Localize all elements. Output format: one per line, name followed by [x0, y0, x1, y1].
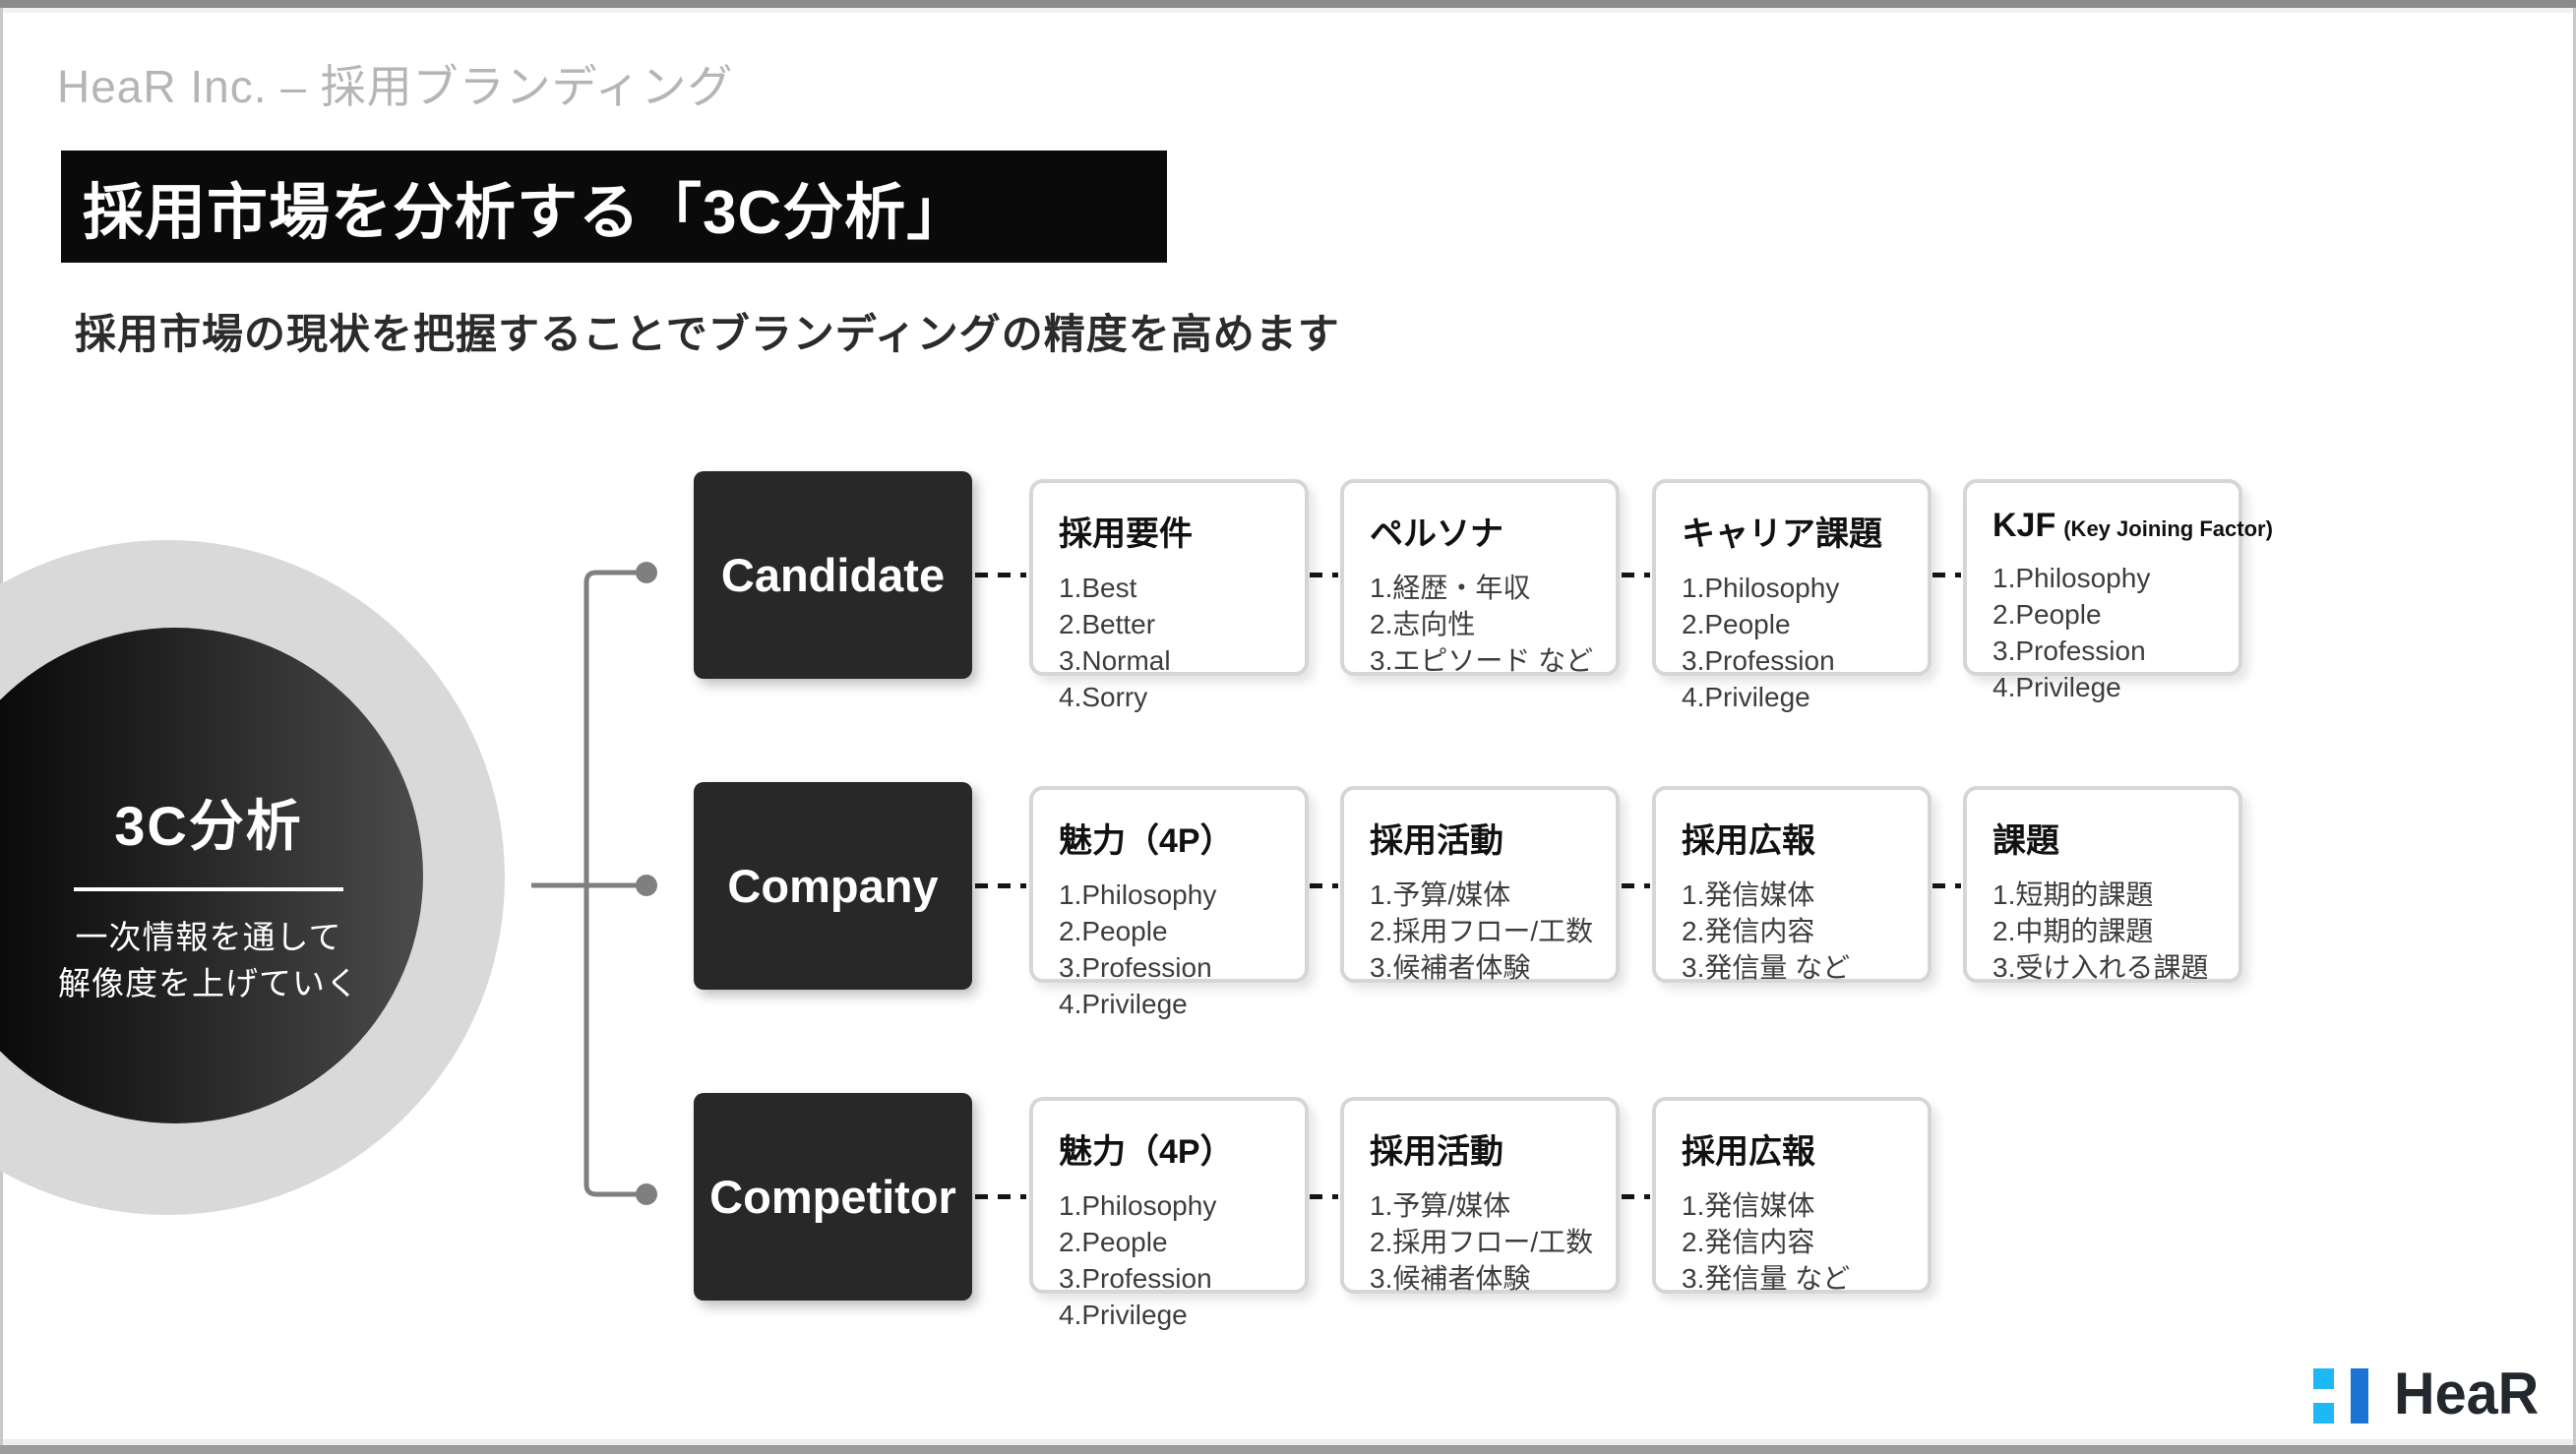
- card-item: 4.Privilege: [1682, 681, 1810, 712]
- card-title: 採用要件: [1059, 515, 1193, 553]
- card-item: 2.Better: [1059, 608, 1156, 639]
- page-title: 採用市場を分析する「3C分析」: [61, 151, 1167, 263]
- card-item: 2.People: [1993, 598, 2102, 630]
- card-item: 2.採用フロー/工数: [1370, 1226, 1594, 1257]
- card-item: 1.Philosophy: [1682, 573, 1840, 603]
- card-item: 1.発信媒体: [1682, 1190, 1815, 1221]
- circle-caption-line2: 解像度を上げていく: [58, 964, 359, 1001]
- connector-dot-company: [636, 875, 657, 896]
- logo-mark-square-bottom: [2313, 1403, 2334, 1424]
- card-item: 3.候補者体験: [1370, 951, 1531, 983]
- dashed-connector: [975, 573, 1026, 577]
- dashed-connector: [1310, 883, 1338, 888]
- card-item: 2.採用フロー/工数: [1370, 915, 1594, 946]
- circle-caption-line1: 一次情報を通して: [75, 919, 342, 955]
- card-item: 2.志向性: [1370, 608, 1476, 639]
- card-item: 3.発信量 など: [1682, 1262, 1851, 1294]
- card-miryoku-4p-competitor: 魅力（4P） 1.Philosophy 2.People 3.Professio…: [1029, 1097, 1309, 1330]
- card-item: 3.Profession: [1993, 635, 2146, 666]
- dashed-connector: [975, 883, 1026, 888]
- card-item: 3.受け入れる課題: [1993, 951, 2209, 983]
- card-item: 3.Profession: [1059, 951, 1212, 983]
- dashed-connector: [1932, 573, 1961, 577]
- card-item: 1.予算/媒体: [1370, 879, 1511, 910]
- dashed-connector: [1310, 1194, 1338, 1199]
- card-title: 魅力（4P）: [1059, 1133, 1234, 1171]
- card-item: 2.発信内容: [1682, 1226, 1815, 1257]
- card-item: 3.Profession: [1682, 644, 1835, 676]
- card-career-kadai: キャリア課題 1.Philosophy 2.People 3.Professio…: [1652, 479, 1932, 712]
- card-title: 採用活動: [1370, 1133, 1503, 1171]
- company-header: HeaR Inc. – 採用ブランディング: [57, 61, 734, 112]
- card-title: KJF (Key Joining Factor): [1993, 507, 2273, 545]
- dashed-connector: [1932, 883, 1961, 888]
- card-item: 1.Best: [1059, 573, 1137, 603]
- card-kadai: 課題 1.短期的課題 2.中期的課題 3.受け入れる課題: [1963, 786, 2242, 983]
- card-item: 1.Philosophy: [1993, 563, 2151, 593]
- slide-border-bottom-inner: [0, 1439, 2576, 1445]
- logo-mark-bar: [2351, 1368, 2368, 1424]
- card-saiyo-koho-company: 採用広報 1.発信媒体 2.発信内容 3.発信量 など: [1652, 786, 1932, 983]
- dashed-connector: [975, 1194, 1026, 1199]
- slide-border-right: [2573, 8, 2576, 1445]
- card-item: 1.経歴・年収: [1370, 573, 1531, 603]
- card-title: 課題: [1993, 822, 2059, 860]
- slide-border-top: [0, 0, 2576, 8]
- card-kjf: KJF (Key Joining Factor) 1.Philosophy 2.P…: [1963, 479, 2273, 702]
- card-item: 1.発信媒体: [1682, 879, 1815, 910]
- card-item: 1.Philosophy: [1059, 1190, 1217, 1221]
- card-saiyo-katsudo-company: 採用活動 1.予算/媒体 2.採用フロー/工数 3.候補者体験: [1340, 786, 1620, 983]
- card-item: 1.予算/媒体: [1370, 1190, 1511, 1221]
- card-item: 1.短期的課題: [1993, 879, 2154, 910]
- card-title-suffix: (Key Joining Factor): [2063, 516, 2273, 541]
- card-saiyo-katsudo-competitor: 採用活動 1.予算/媒体 2.採用フロー/工数 3.候補者体験: [1340, 1097, 1620, 1294]
- card-item: 3.Profession: [1059, 1262, 1212, 1294]
- row-label-candidate: Candidate: [694, 471, 972, 679]
- card-title: 魅力（4P）: [1059, 822, 1234, 860]
- logo-text: HeaR: [2394, 1361, 2540, 1426]
- card-item: 3.エピソード など: [1370, 644, 1594, 676]
- slide-border-top-inner: [0, 8, 2576, 13]
- card-item: 4.Privilege: [1059, 1299, 1188, 1330]
- card-item: 4.Privilege: [1993, 671, 2121, 702]
- row-label-company: Company: [694, 782, 972, 990]
- card-miryoku-4p-company: 魅力（4P） 1.Philosophy 2.People 3.Professio…: [1029, 786, 1309, 1019]
- card-item: 2.中期的課題: [1993, 915, 2154, 946]
- dashed-connector: [1622, 573, 1650, 577]
- dashed-connector: [1310, 573, 1338, 577]
- card-title: 採用広報: [1682, 1133, 1815, 1171]
- card-item: 4.Privilege: [1059, 988, 1188, 1019]
- circle-3c-content: 3C分析 一次情報を通して 解像度を上げていく: [0, 782, 417, 1007]
- page-subtitle: 採用市場の現状を把握することでブランディングの精度を高めます: [75, 311, 1340, 357]
- connector-dot-competitor: [636, 1183, 657, 1205]
- dashed-connector: [1622, 1194, 1650, 1199]
- card-item: 2.People: [1682, 608, 1791, 639]
- card-item: 3.候補者体験: [1370, 1262, 1531, 1294]
- card-saiyo-koho-competitor: 採用広報 1.発信媒体 2.発信内容 3.発信量 など: [1652, 1097, 1932, 1294]
- card-title-main: KJF: [1993, 507, 2056, 544]
- card-title: 採用活動: [1370, 822, 1503, 860]
- logo-mark-square-top: [2313, 1368, 2334, 1389]
- card-item: 2.People: [1059, 915, 1168, 946]
- page-title-text: 採用市場を分析する「3C分析」: [83, 179, 969, 247]
- card-title: 採用広報: [1682, 822, 1815, 860]
- card-item: 4.Sorry: [1059, 681, 1148, 712]
- connector-dot-candidate: [636, 562, 657, 583]
- dashed-connector: [1622, 883, 1650, 888]
- card-item: 2.発信内容: [1682, 915, 1815, 946]
- circle-title: 3C分析: [114, 795, 303, 857]
- card-item: 2.People: [1059, 1226, 1168, 1257]
- card-item: 3.Normal: [1059, 644, 1171, 676]
- card-title: キャリア課題: [1682, 515, 1882, 553]
- slide-border-bottom: [0, 1445, 2576, 1454]
- card-item: 1.Philosophy: [1059, 879, 1217, 910]
- circle-divider: [74, 887, 343, 891]
- card-item: 3.発信量 など: [1682, 951, 1851, 983]
- card-title: ペルソナ: [1370, 515, 1503, 553]
- card-persona: ペルソナ 1.経歴・年収 2.志向性 3.エピソード など: [1340, 479, 1620, 676]
- row-label-competitor: Competitor: [694, 1093, 972, 1301]
- card-saiyo-yoken: 採用要件 1.Best 2.Better 3.Normal 4.Sorry: [1029, 479, 1309, 712]
- circle-3c: [0, 628, 423, 1123]
